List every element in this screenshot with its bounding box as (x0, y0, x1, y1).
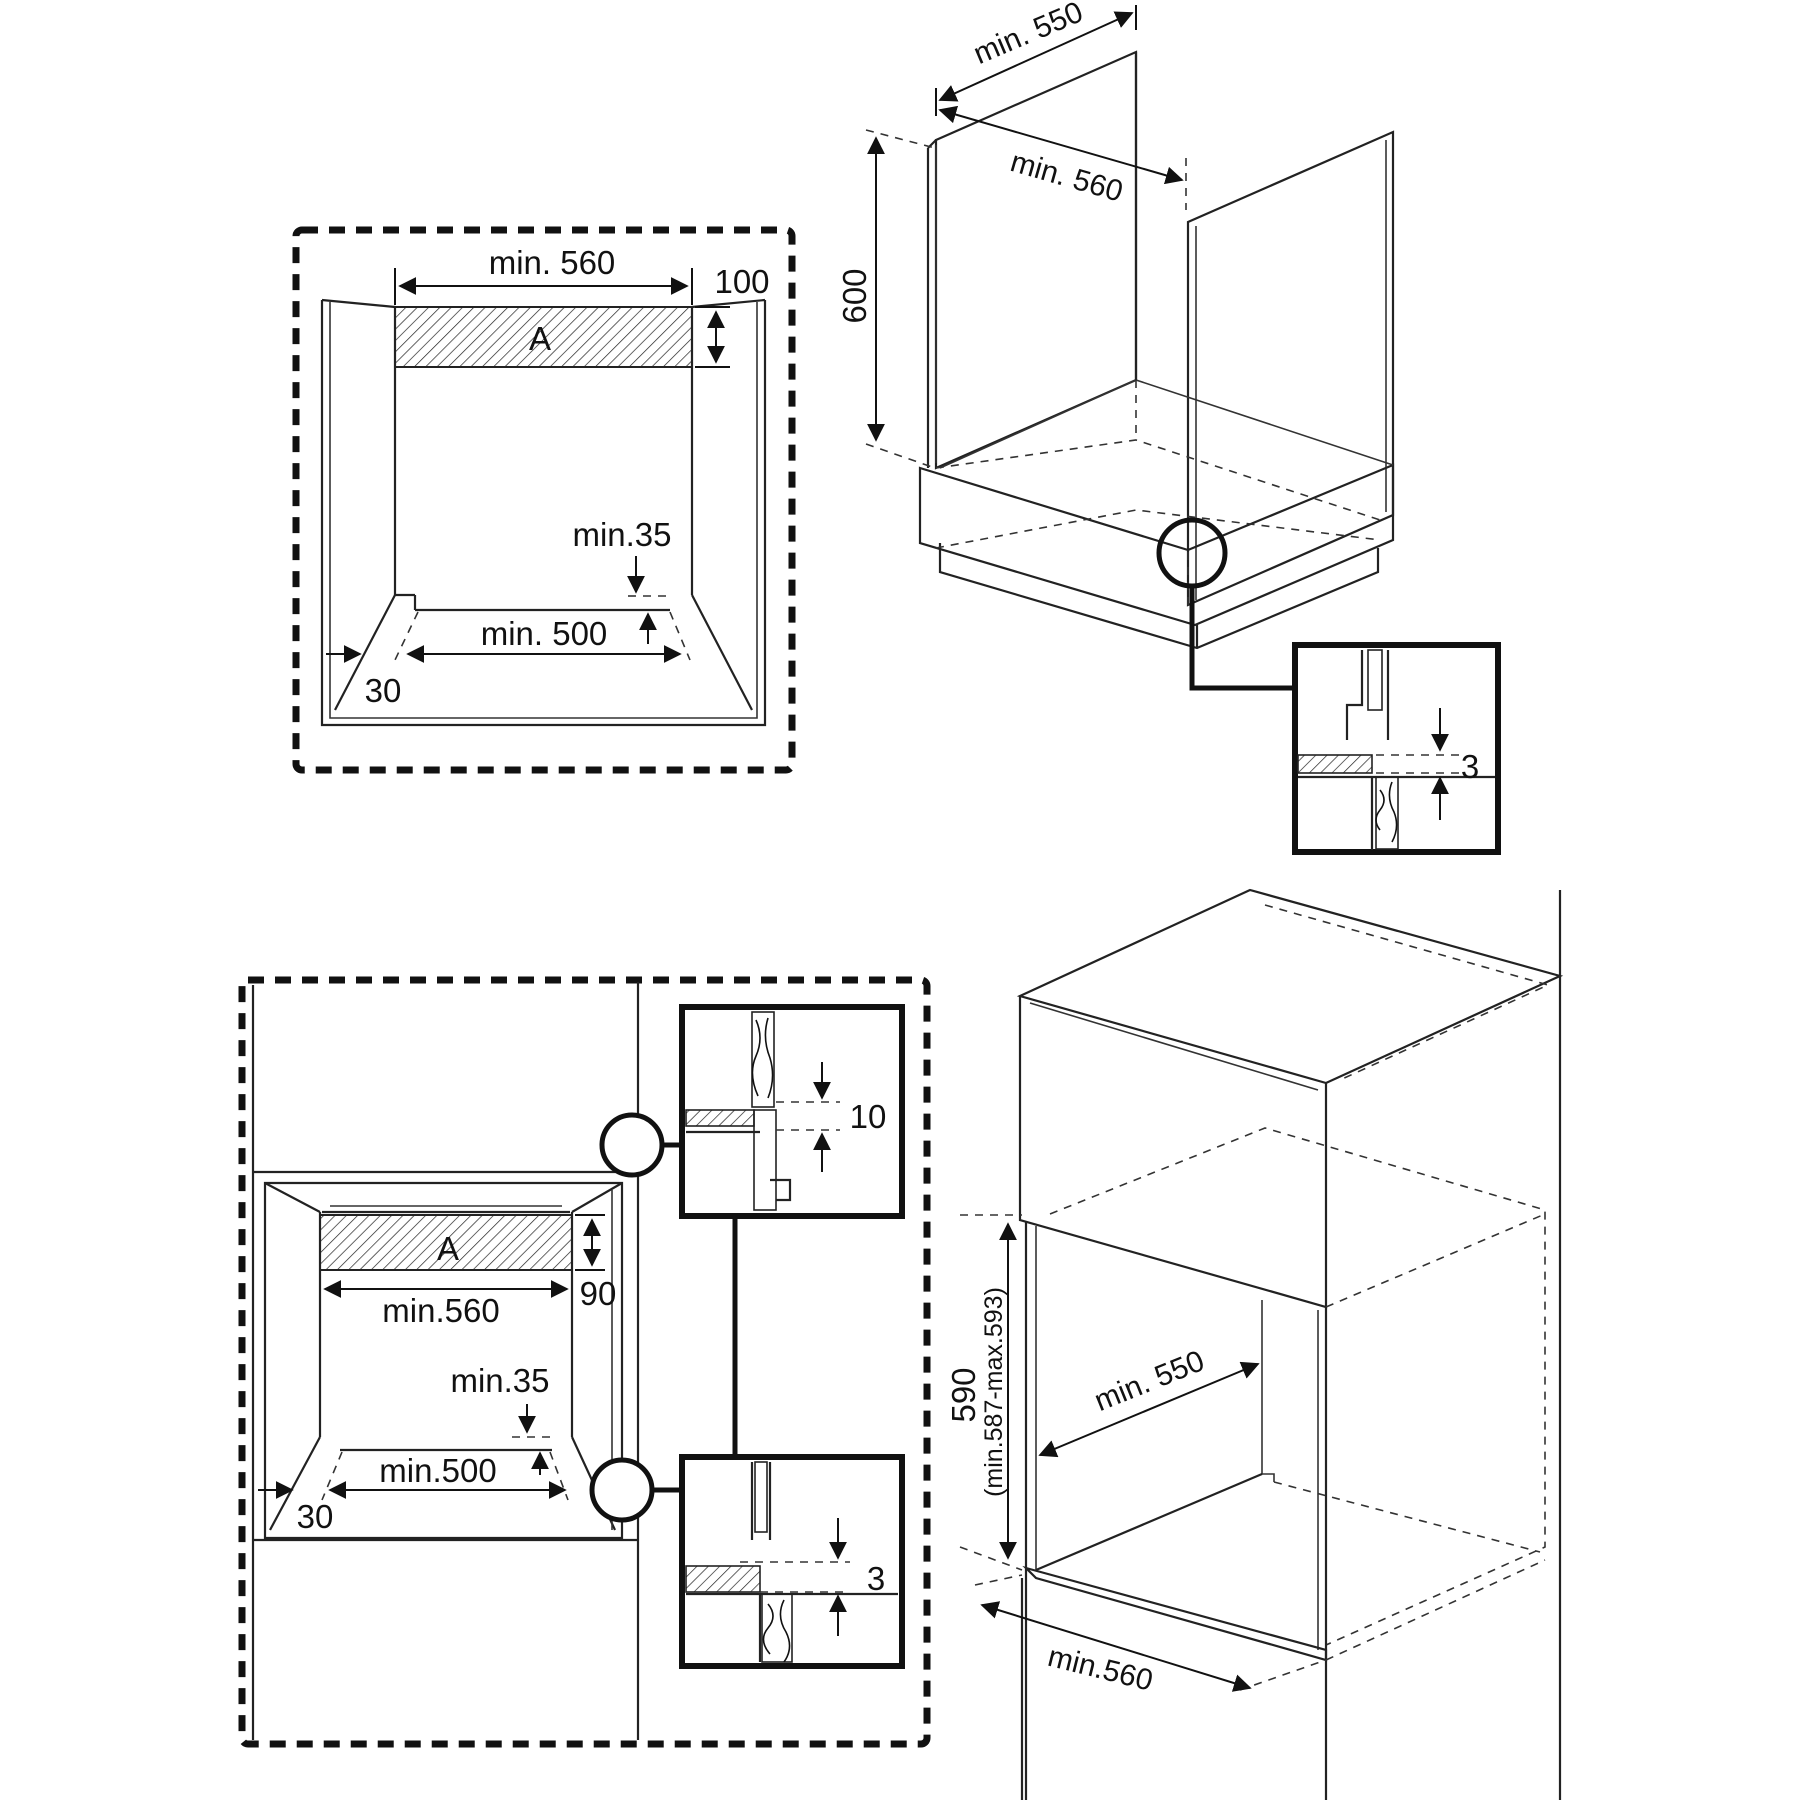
diagram-2-back-depth-dimension (938, 11, 1134, 102)
diagram-3-detail-bottom-label: 3 (867, 1560, 885, 1597)
diagram-1-dashed-border (292, 226, 796, 774)
diagram-1-top-height-label: 100 (714, 263, 769, 300)
diagram-3-front-view: A 90 min.560 min.35 min.500 30 (238, 976, 931, 1748)
diagram-3-top-width-label: min.560 (382, 1292, 499, 1329)
diagram-4-height-label: 590 (945, 1367, 982, 1422)
diagram-3-side-label: 30 (297, 1498, 334, 1535)
diagram-4-top-box (1016, 888, 1564, 1085)
diagram-1-cabinet-outline (320, 300, 767, 727)
diagram-3-detail-circle-bottom (589, 1457, 655, 1523)
diagram-1-side-label: 30 (365, 672, 402, 709)
diagram-1-area-a (394, 306, 693, 368)
diagram-4-depth-label: min. 550 (1090, 1344, 1209, 1418)
diagram-3-detail-top-label: 10 (850, 1098, 887, 1135)
diagram-1-front-view: A min. 560 100 min.35 min. 500 30 (292, 226, 796, 774)
diagram-2-inner-depth-dimension (938, 105, 1184, 185)
diagram-2-inner-depth-label: min. 560 (1007, 145, 1127, 208)
diagram-2-base (918, 463, 1395, 627)
diagram-4-isometric-tall-unit: 590 (min.587-max.593) min. 550 min.560 (945, 888, 1564, 1800)
diagram-2-detail-gap-label: 3 (1461, 748, 1479, 785)
diagram-3-top-height-label: 90 (580, 1275, 617, 1312)
diagram-3-detail-circle-top (599, 1112, 665, 1178)
diagram-4-width-dimension (980, 1601, 1252, 1692)
diagram-1-bottom-width-label: min. 500 (481, 615, 608, 652)
diagram-1-label-a: A (529, 320, 551, 357)
diagram-2-left-panel (934, 50, 1138, 470)
diagram-2-height-label: 600 (836, 268, 873, 323)
diagram-3-label-a: A (437, 1230, 459, 1267)
diagram-3-dashed-border (238, 976, 931, 1748)
diagram-2-detail-circle (1156, 517, 1228, 589)
diagram-2-detail-box (1292, 642, 1501, 855)
diagram-2-isometric-cabinet: 600 min. 550 min. 560 3 (836, 0, 1501, 855)
diagram-3-gap-label: min.35 (450, 1362, 549, 1399)
diagram-1-top-width-label: min. 560 (489, 244, 616, 281)
diagram-3-cabinet-outline (263, 1181, 624, 1540)
diagram-3-bottom-width-label: min.500 (379, 1452, 496, 1489)
diagram-1-gap-label: min.35 (572, 516, 671, 553)
diagram-3-area-a (319, 1214, 573, 1271)
diagram-4-width-label: min.560 (1045, 1640, 1157, 1698)
diagram-4-height-range-label: (min.587-max.593) (980, 1287, 1008, 1497)
diagram-4-depth-dimension (1038, 1361, 1260, 1458)
